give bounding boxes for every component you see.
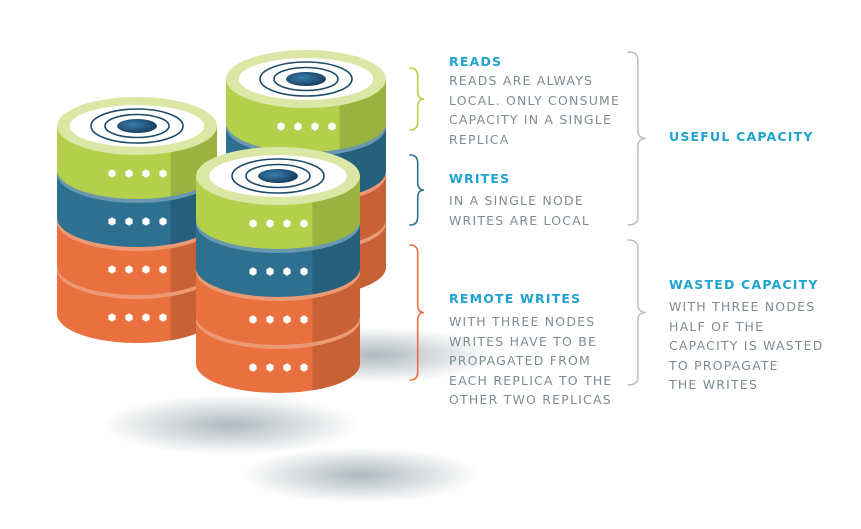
writes-title: WRITES bbox=[449, 171, 511, 186]
wasted-capacity-line: TO PROPAGATE bbox=[669, 357, 779, 373]
wasted-capacity-line: CAPACITY IS WASTED bbox=[669, 338, 824, 353]
remote-writes-line: EACH REPLICA TO THE bbox=[449, 372, 613, 388]
disk-side-shade bbox=[312, 176, 361, 247]
status-dot-icon bbox=[142, 265, 150, 274]
status-dot-icon bbox=[249, 315, 257, 324]
status-dot-icon bbox=[159, 313, 167, 322]
inner-core bbox=[117, 119, 157, 133]
stack-shadow bbox=[100, 395, 360, 455]
remote-writes-line: WRITES HAVE TO BE bbox=[449, 333, 598, 349]
reads-line: CAPACITY IN A SINGLE bbox=[449, 112, 613, 127]
disk-side-shade bbox=[312, 320, 361, 391]
status-dot-icon bbox=[125, 169, 133, 178]
useful-capacity-brace-icon bbox=[627, 51, 647, 226]
status-dot-icon bbox=[283, 363, 291, 372]
status-dot-icon bbox=[266, 267, 274, 276]
writes-brace-icon bbox=[409, 154, 425, 226]
wasted-capacity-title: WASTED CAPACITY bbox=[669, 277, 819, 292]
status-dot-icon bbox=[159, 169, 167, 178]
status-dot-icon bbox=[294, 122, 302, 131]
left-stack bbox=[57, 97, 218, 343]
wasted-capacity-brace-icon bbox=[627, 239, 647, 386]
outer-ring bbox=[231, 158, 325, 194]
status-dot-icon bbox=[283, 219, 291, 228]
remote-writes-description: WITH THREE NODES WRITES HAVE TO BE PROPA… bbox=[449, 312, 613, 410]
disk-rings-icon bbox=[69, 105, 205, 147]
status-dot-icon bbox=[266, 219, 274, 228]
wasted-capacity-line: THE WRITES bbox=[669, 377, 759, 392]
stack-shadow bbox=[240, 447, 480, 503]
status-dot-icon bbox=[249, 363, 257, 372]
disk-side-shade bbox=[339, 79, 387, 150]
status-dot-icon bbox=[159, 265, 167, 274]
front-stack bbox=[196, 147, 361, 393]
status-dot-icon bbox=[108, 265, 116, 274]
status-dot-icon bbox=[249, 267, 257, 276]
disk-rings-icon bbox=[238, 58, 374, 100]
status-dot-icon bbox=[311, 122, 319, 131]
disk-rings-icon bbox=[209, 155, 347, 197]
middle-ring bbox=[273, 66, 339, 92]
outer-ring bbox=[259, 61, 353, 97]
reads-line: READS ARE ALWAYS bbox=[449, 73, 594, 88]
wasted-capacity-line: HALF OF THE bbox=[669, 318, 765, 334]
wasted-capacity-description: WITH THREE NODES HALF OF THE CAPACITY IS… bbox=[669, 297, 824, 395]
status-dot-icon bbox=[142, 313, 150, 322]
status-dot-icon bbox=[108, 217, 116, 226]
remote-writes-brace-icon bbox=[409, 244, 425, 381]
status-dot-icon bbox=[125, 313, 133, 322]
status-dot-icon bbox=[142, 169, 150, 178]
disk-side-shade bbox=[312, 224, 361, 295]
disk-side-shade bbox=[312, 272, 361, 343]
status-dot-icon bbox=[266, 315, 274, 324]
server-stacks bbox=[57, 50, 387, 393]
braces bbox=[409, 51, 647, 386]
status-dot-icon bbox=[249, 219, 257, 228]
status-dot-icon bbox=[125, 265, 133, 274]
writes-line: WRITES ARE LOCAL bbox=[449, 212, 591, 228]
outer-ring bbox=[90, 108, 184, 144]
writes-line: IN A SINGLE NODE bbox=[449, 193, 584, 208]
status-dot-icon bbox=[328, 122, 336, 131]
status-dot-icon bbox=[300, 363, 308, 372]
middle-ring bbox=[104, 113, 170, 139]
remote-writes-title: REMOTE WRITES bbox=[449, 291, 582, 306]
reads-line: REPLICA bbox=[449, 131, 510, 147]
wasted-capacity-line: WITH THREE NODES bbox=[669, 299, 816, 314]
useful-capacity-title: USEFUL CAPACITY bbox=[669, 129, 814, 144]
status-dot-icon bbox=[108, 169, 116, 178]
remote-writes-line: PROPAGATED FROM bbox=[449, 353, 592, 368]
status-dot-icon bbox=[283, 267, 291, 276]
status-dot-icon bbox=[108, 313, 116, 322]
status-dot-icon bbox=[300, 315, 308, 324]
remote-writes-line: WITH THREE NODES bbox=[449, 314, 596, 329]
middle-ring bbox=[245, 163, 311, 189]
status-dot-icon bbox=[125, 217, 133, 226]
reads-description: READS ARE ALWAYS LOCAL. ONLY CONSUME CAP… bbox=[449, 71, 620, 149]
status-dot-icon bbox=[142, 217, 150, 226]
writes-description: IN A SINGLE NODE WRITES ARE LOCAL bbox=[449, 191, 590, 230]
status-dot-icon bbox=[283, 315, 291, 324]
status-dot-icon bbox=[300, 267, 308, 276]
remote-writes-line: OTHER TWO REPLICAS bbox=[449, 392, 612, 407]
status-dot-icon bbox=[266, 363, 274, 372]
reads-brace-icon bbox=[409, 67, 425, 131]
status-dot-icon bbox=[277, 122, 285, 131]
inner-core bbox=[258, 169, 298, 183]
reads-title: READS bbox=[449, 54, 503, 69]
status-dot-icon bbox=[159, 217, 167, 226]
reads-line: LOCAL. ONLY CONSUME bbox=[449, 92, 621, 108]
status-dot-icon bbox=[300, 219, 308, 228]
inner-core bbox=[286, 72, 326, 86]
